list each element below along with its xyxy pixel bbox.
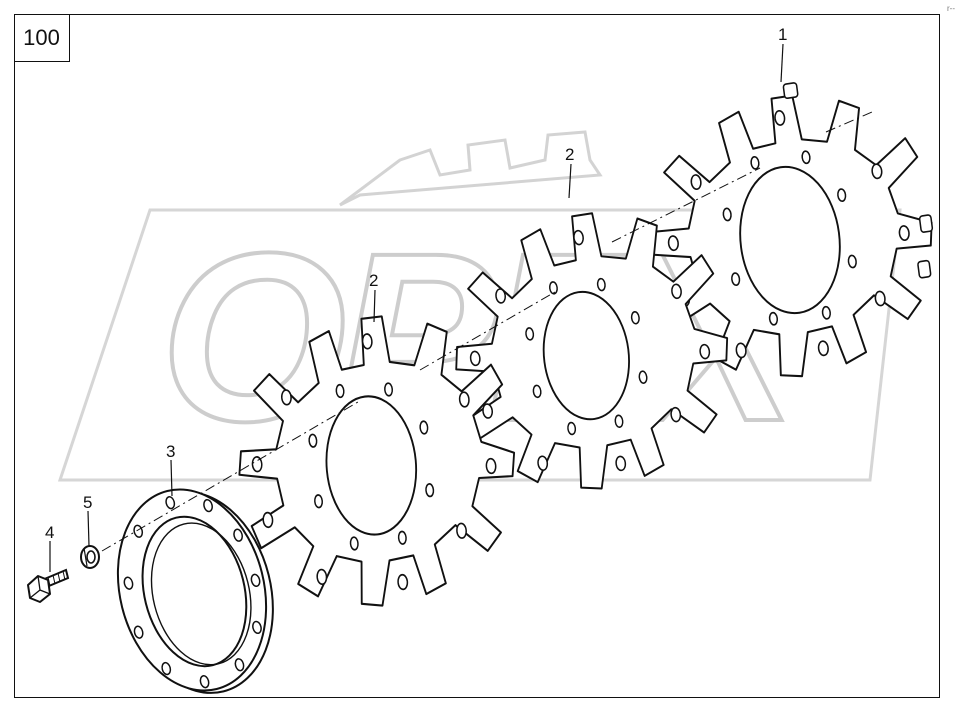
ring-flange-part-3 <box>116 488 274 694</box>
callout-part-3: 3 <box>166 442 175 461</box>
assembly-axis-lines <box>101 111 873 552</box>
callout-part-5: 5 <box>83 493 92 512</box>
callout-part-4: 4 <box>45 523 54 542</box>
sprocket-plate-part-2-rear <box>438 194 745 510</box>
bolt-part-4 <box>27 568 70 603</box>
sprocket-plate-part-2-front <box>225 301 528 623</box>
page-number: 100 <box>23 24 60 50</box>
corner-mark: r-- <box>947 4 955 13</box>
page-number-box: 100 <box>14 14 70 62</box>
callout-part-1: 1 <box>778 25 787 44</box>
drawing-frame <box>14 14 940 698</box>
washer-part-5 <box>80 545 100 569</box>
leader-lines <box>49 43 784 572</box>
callout-part-2-front: 2 <box>369 271 378 290</box>
sprocket-plate-part-1 <box>633 76 950 398</box>
callout-part-2-rear: 2 <box>565 145 574 164</box>
